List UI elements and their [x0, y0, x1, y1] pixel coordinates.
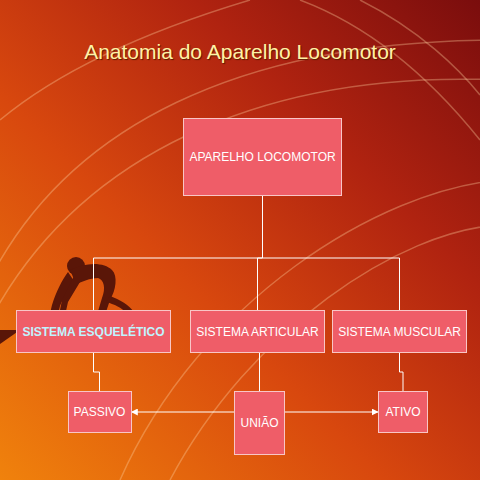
connector-line [400, 353, 404, 391]
process-box: UNIÃO [234, 391, 285, 455]
process-box: APARELHO LOCOMOTOR [183, 118, 342, 196]
process-box: PASSIVO [68, 391, 132, 433]
connector-line [263, 196, 400, 310]
process-box: SISTEMA ESQUELÉTICO [16, 310, 171, 353]
connector-line [94, 196, 263, 310]
connector-line [94, 353, 100, 391]
box-label: SISTEMA ARTICULAR [196, 325, 318, 339]
box-label: PASSIVO [74, 405, 126, 419]
connector-line [259, 353, 260, 391]
connector-line [258, 196, 263, 310]
connector-line [132, 412, 235, 413]
box-label: SISTEMA ESQUELÉTICO [22, 325, 164, 339]
process-box: SISTEMA ARTICULAR [190, 310, 325, 353]
process-box: ATIVO [378, 391, 428, 433]
box-label: ATIVO [385, 405, 420, 419]
box-label: UNIÃO [240, 416, 278, 430]
box-label: SISTEMA MUSCULAR [338, 325, 461, 339]
connector-line [285, 412, 378, 413]
process-box: SISTEMA MUSCULAR [332, 310, 467, 353]
diagram-title: Anatomia do Aparelho Locomotor [0, 40, 480, 64]
box-label: APARELHO LOCOMOTOR [189, 150, 335, 164]
